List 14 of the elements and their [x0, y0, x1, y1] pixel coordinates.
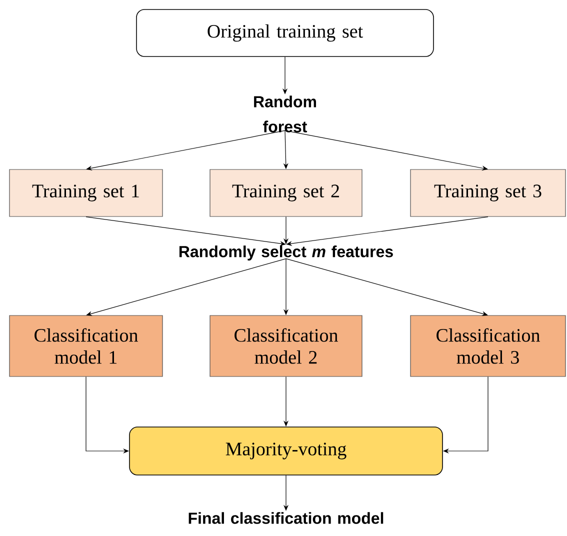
- process-box: Classification model 2: [210, 315, 362, 377]
- process-box: Training set 1: [9, 169, 163, 217]
- process-box: Training set 2: [210, 169, 362, 217]
- step-label: Randomly select m features: [179, 246, 393, 260]
- arrow: [286, 216, 488, 246]
- step-label: Random forest: [254, 96, 316, 132]
- arrow: [86, 258, 286, 316]
- step-label: Final classification model: [188, 512, 384, 524]
- process-box: Original training set: [136, 9, 434, 57]
- process-box: Classification model 3: [410, 315, 566, 377]
- process-box: Training set 3: [410, 169, 566, 217]
- process-box: Classification model 1: [9, 315, 163, 377]
- process-box: Majority-voting: [129, 426, 443, 476]
- arrow: [86, 130, 286, 171]
